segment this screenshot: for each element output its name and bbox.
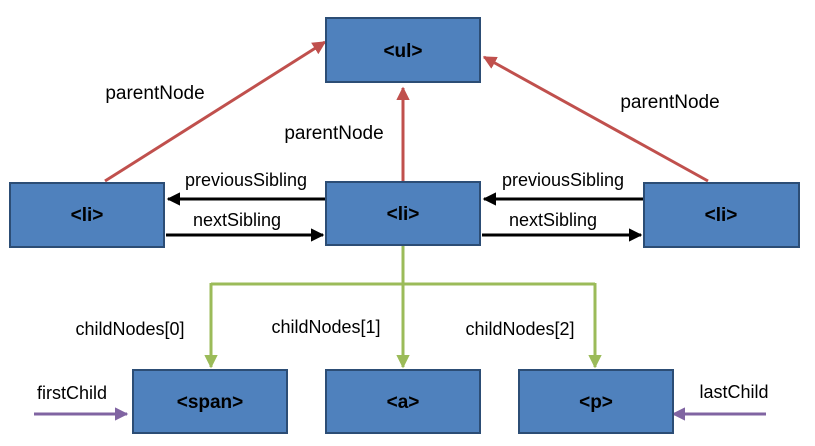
node-p-label: <p> — [579, 392, 613, 413]
node-a: <a> — [325, 369, 481, 434]
last-child-label: lastChild — [699, 382, 768, 402]
node-span: <span> — [132, 369, 288, 434]
node-ul: <ul> — [325, 17, 481, 83]
node-p: <p> — [518, 369, 674, 434]
node-span-label: <span> — [177, 392, 244, 413]
node-a-label: <a> — [387, 392, 420, 413]
previous-sibling-label-right: previousSibling — [502, 170, 624, 190]
next-sibling-label-left: nextSibling — [193, 210, 281, 230]
child-nodes-2-label: childNodes[2] — [465, 319, 574, 339]
node-li-left: <li> — [9, 182, 165, 248]
node-li-right: <li> — [643, 182, 800, 248]
node-li-center-label: <li> — [387, 204, 420, 225]
parent-arrow-left — [104, 40, 327, 183]
node-li-center: <li> — [325, 181, 481, 246]
first-child-label: firstChild — [37, 383, 107, 403]
node-li-left-label: <li> — [71, 205, 104, 226]
next-sibling-label-right: nextSibling — [509, 210, 597, 230]
parent-node-label-left: parentNode — [105, 83, 204, 104]
parent-node-label-center: parentNode — [284, 123, 383, 144]
child-nodes-1-label: childNodes[1] — [271, 317, 380, 337]
child-nodes-0-label: childNodes[0] — [75, 319, 184, 339]
previous-sibling-label-left: previousSibling — [185, 170, 307, 190]
parent-arrow-right — [482, 55, 709, 183]
parent-node-label-right: parentNode — [620, 92, 719, 113]
node-li-right-label: <li> — [705, 205, 738, 226]
node-ul-label: <ul> — [383, 41, 422, 62]
